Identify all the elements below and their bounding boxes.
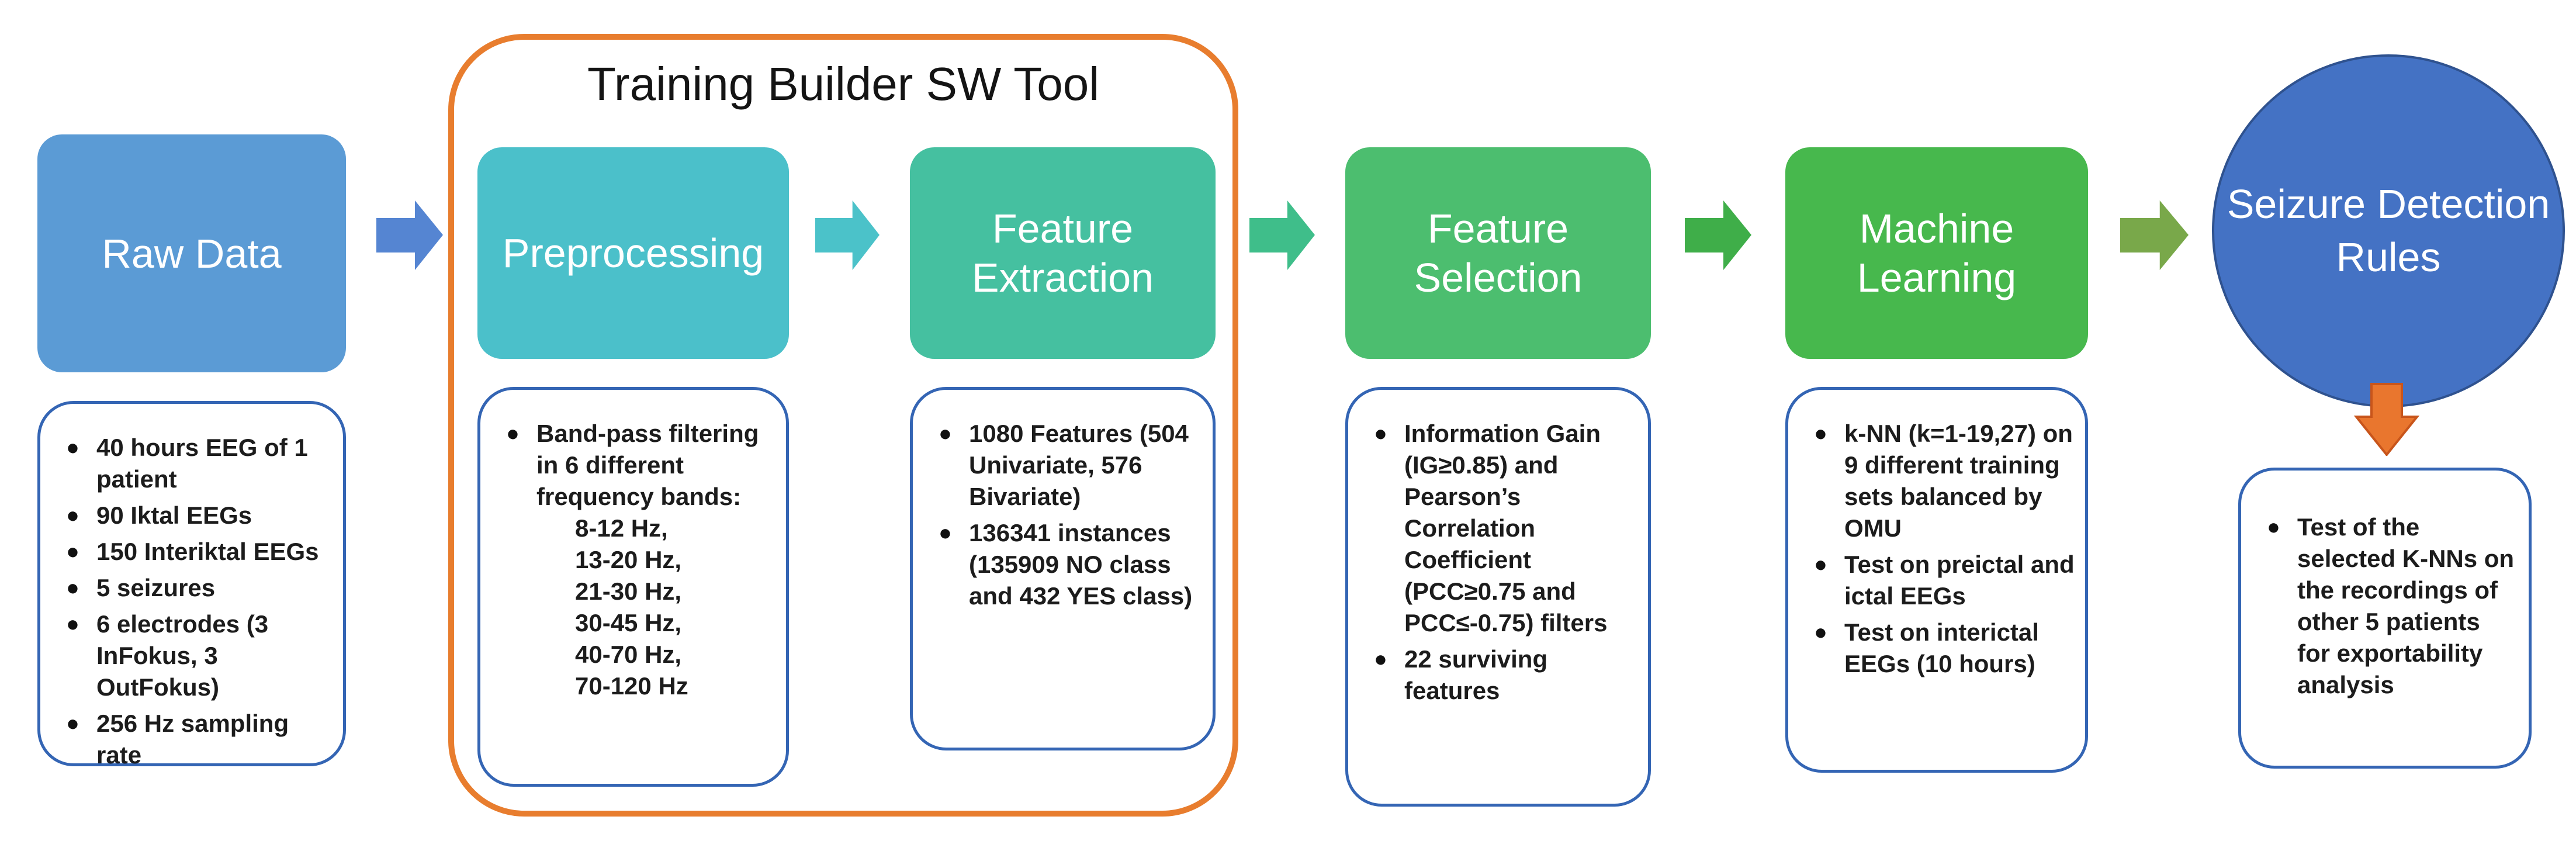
right-arrow-icon [376,200,443,270]
list-item: ● 5 seizures [61,572,333,604]
bullet-subline: 13-20 Hz, [575,546,682,573]
bullet-text: Test of the selected K-NNs on the record… [2297,513,2515,698]
list-item: ● Information Gain (IG≥0.85) and Pearson… [1369,418,1637,639]
bullet-dot-icon: ● [1814,552,1827,577]
right-arrow-icon [1685,200,1751,270]
detail-box-seizure-detection-rules: ● Test of the selected K-NNs on the reco… [2238,468,2532,769]
bullet-dot-icon: ● [506,421,520,446]
stage-box-raw-data: Raw Data [37,134,346,372]
bullet-dot-icon: ● [66,576,79,600]
bullet-subline: 70-120 Hz [575,672,688,700]
list-item: ● 136341 instances (135909 NO class and … [934,517,1202,612]
stage-label-raw-data: Raw Data [102,230,282,276]
list-item: ● Test on preictal and ictal EEGs [1809,549,2075,612]
list-item: ● 40 hours EEG of 1 patient [61,432,333,495]
right-arrow-icon [2120,200,2189,270]
bullet-subline: 21-30 Hz, [575,577,682,605]
list-item: ● Test on interictal EEGs (10 hours) [1809,617,2075,680]
bullet-text: 90 Iktal EEGs [96,501,252,529]
bullet-dot-icon: ● [66,435,79,460]
stage-label-feature-selection: Feature Selection [1414,206,1583,300]
bullet-dot-icon: ● [1814,620,1827,645]
stage-label-preprocessing: Preprocessing [502,230,764,276]
list-item: ● 90 Iktal EEGs [61,500,333,531]
bullet-dot-icon: ● [1374,647,1387,672]
list-item: ● Band-pass filtering in 6 different fre… [501,418,775,702]
list-item: ● 150 Interiktal EEGs [61,536,333,568]
bullet-dot-icon: ● [66,539,79,564]
group-title: Training Builder SW Tool [587,58,1099,110]
bullet-text: 40 hours EEG of 1 patient [96,434,308,493]
list-item: ● 1080 Features (504 Univariate, 576 Biv… [934,418,1202,513]
bullet-subline: 8-12 Hz, [575,514,668,542]
bullet-text: k-NN (k=1-19,27) on 9 different training… [1844,420,2073,542]
bullet-dot-icon: ● [1814,421,1827,446]
bullet-text: 1080 Features (504 Univariate, 576 Bivar… [969,420,1189,510]
list-item: ● k-NN (k=1-19,27) on 9 different traini… [1809,418,2075,544]
stage-circle-seizure-detection-rules: Seizure Detection Rules [2212,54,2565,407]
bullet-subline: 30-45 Hz, [575,609,682,637]
list-item: ● 22 surviving features [1369,644,1637,707]
bullet-text: Band-pass filtering in 6 different frequ… [536,420,759,510]
down-arrow-icon [2354,383,2419,456]
detail-box-machine-learning: ● k-NN (k=1-19,27) on 9 different traini… [1785,387,2088,773]
stage-label-feature-extraction: Feature Extraction [971,206,1154,300]
bullet-dot-icon: ● [66,711,79,736]
bullet-text: 150 Interiktal EEGs [96,538,319,565]
bullet-text: 22 surviving features [1404,645,1548,704]
list-item: ● Test of the selected K-NNs on the reco… [2262,511,2518,701]
stage-box-feature-selection: Feature Selection [1345,147,1651,359]
right-arrow-icon [815,200,880,270]
stage-box-preprocessing: Preprocessing [477,147,789,359]
bullet-dot-icon: ● [66,612,79,637]
bullet-dot-icon: ● [66,503,79,528]
right-arrow-icon [1249,200,1315,270]
bullet-dot-icon: ● [1374,421,1387,446]
stage-label-seizure-detection-rules: Seizure Detection Rules [2227,181,2550,280]
bullet-text: Test on preictal and ictal EEGs [1844,551,2075,610]
stage-box-feature-extraction: Feature Extraction [910,147,1216,359]
bullet-subline: 40-70 Hz, [575,641,682,668]
training-builder-group: Training Builder SW Tool [448,34,1238,817]
detail-box-feature-extraction: ● 1080 Features (504 Univariate, 576 Biv… [910,387,1216,750]
detail-box-preprocessing: ● Band-pass filtering in 6 different fre… [477,387,789,787]
bullet-text: Test on interictal EEGs (10 hours) [1844,618,2039,677]
bullet-text: 5 seizures [96,574,216,601]
stage-label-machine-learning: Machine Learning [1857,206,2017,300]
bullet-dot-icon: ● [939,421,952,446]
detail-box-raw-data: ● 40 hours EEG of 1 patient ● 90 Iktal E… [37,401,346,769]
detail-box-feature-selection: ● Information Gain (IG≥0.85) and Pearson… [1345,387,1651,807]
bullet-dot-icon: ● [939,521,952,545]
list-item: ● 256 Hz sampling rate [61,708,333,771]
stage-box-machine-learning: Machine Learning [1785,147,2088,359]
bullet-text: 256 Hz sampling rate [96,710,289,769]
bullet-text: Information Gain (IG≥0.85) and Pearson’s… [1404,420,1608,637]
bullet-dot-icon: ● [2267,515,2280,539]
bullet-text: 136341 instances (135909 NO class and 43… [969,519,1193,610]
list-item: ● 6 electrodes (3 InFokus, 3 OutFokus) [61,608,333,703]
bullet-text: 6 electrodes (3 InFokus, 3 OutFokus) [96,610,269,701]
